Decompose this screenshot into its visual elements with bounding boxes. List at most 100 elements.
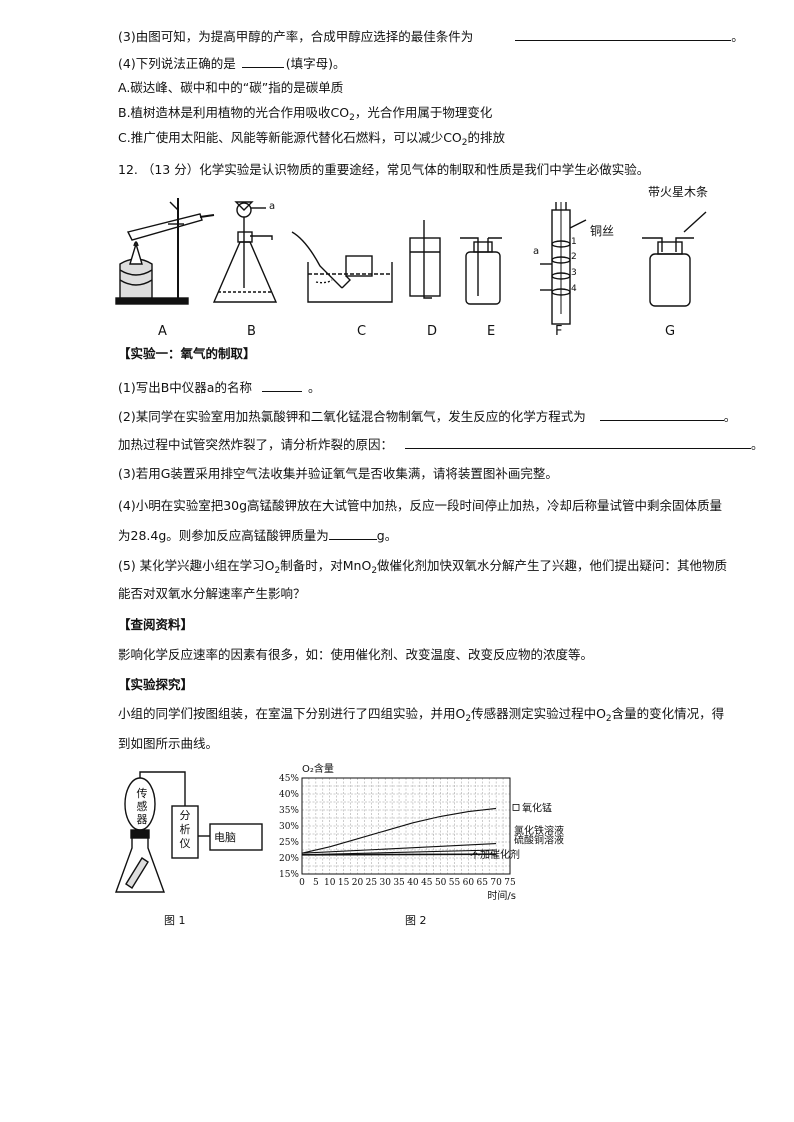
y-tick-label: 45% (279, 774, 299, 784)
y-tick-label: 25% (279, 838, 299, 848)
q12-part1: (1)写出B中仪器a的名称 。 (118, 378, 320, 396)
f-number-1: 1 (571, 237, 577, 247)
option-text: ，光合作用属于物理变化 (354, 105, 493, 120)
x-tick-label: 75 (504, 878, 516, 888)
q11-part3: (3)由图可知，为提高甲醇的产率，合成甲醇应选择的最佳条件为 。 (118, 27, 744, 45)
f-number-3: 3 (571, 268, 577, 278)
x-tick-label: 55 (449, 878, 461, 888)
char: 仪 (179, 837, 191, 850)
copper-wire-annotation: 铜丝 (590, 224, 615, 238)
series-label: 氯化铁溶液 (514, 824, 564, 837)
subscript: 2 (349, 113, 355, 123)
answer-blank[interactable] (405, 435, 751, 449)
q12-part4-text: 为28.4g。则参加反应高锰酸钾质量为 (118, 528, 329, 543)
q12-part4-line2: 为28.4g。则参加反应高锰酸钾质量为 g。 (118, 526, 397, 544)
q11-part4: (4)下列说法正确的是 (填字母)。 (118, 54, 345, 72)
series-label: 不加催化剂 (470, 848, 520, 861)
explore-line1: 小组的同学们按图组装，在室温下分别进行了四组实验，并用O2传感器测定实验过程中O… (118, 706, 724, 727)
x-axis-label: 时间/s (487, 889, 516, 902)
y-tick-label: 35% (279, 806, 299, 816)
apparatus-label-b: B (247, 324, 256, 339)
q12-part4-line1: (4)小明在实验室把30g高锰酸钾放在大试管中加热，反应一段时间停止加热，冷却后… (118, 498, 723, 513)
x-tick-label: 50 (435, 878, 447, 888)
char: 器 (136, 813, 148, 826)
answer-blank[interactable] (515, 27, 732, 41)
char: 感 (136, 800, 148, 813)
text: 含量的变化情况，得 (611, 706, 725, 721)
series-marker (512, 804, 520, 811)
x-tick-label: 60 (463, 878, 475, 888)
explore-line2: 到如图所示曲线。 (118, 736, 219, 751)
x-tick-label: 25 (366, 878, 378, 888)
sensor-label: 传 感 器 (132, 787, 152, 826)
q11-option-a: A.碳达峰、碳中和中的“碳”指的是碳单质 (118, 80, 344, 95)
x-tick-label: 30 (379, 878, 391, 888)
apparatus-figure (115, 198, 707, 325)
apparatus-f (540, 202, 587, 325)
answer-blank[interactable] (328, 526, 377, 540)
text: 做催化剂加快双氧水分解产生了兴趣，他们提出疑问：其他物质 (377, 558, 728, 573)
x-tick-label: 5 (313, 878, 319, 888)
subscript: 2 (274, 566, 281, 576)
answer-blank[interactable] (261, 378, 302, 392)
punct: 。 (731, 29, 744, 44)
computer-label: 电脑 (214, 831, 236, 844)
apparatus-b (212, 201, 278, 303)
x-tick-label: 40 (407, 878, 419, 888)
char: 析 (179, 823, 191, 836)
apparatus-label-d: D (427, 324, 438, 339)
series-label: 氧化锰 (522, 801, 552, 814)
y-axis-label: O₂含量 (302, 762, 334, 775)
apparatus-e (460, 237, 502, 305)
subscript: 2 (461, 138, 468, 148)
punct: 。 (723, 409, 737, 424)
series-label: 硫酸铜溶液 (514, 834, 564, 847)
info-text: 影响化学反应速率的因素有很多，如：使用催化剂、改变温度、改变反应物的浓度等。 (118, 647, 594, 662)
y-tick-label: 40% (279, 790, 299, 800)
apparatus-label-a: A (158, 324, 167, 339)
figure-2-caption: 图 2 (405, 914, 427, 927)
answer-blank[interactable] (599, 407, 724, 421)
apparatus-label-f: F (555, 324, 563, 339)
f-number-2: 2 (571, 252, 577, 262)
explore-title: 【实验探究】 (118, 677, 194, 692)
apparatus-g (642, 211, 707, 307)
splint-annotation: 带火星木条 (648, 185, 709, 199)
label-a-b: a (269, 201, 276, 212)
y-tick-label: 20% (279, 854, 299, 864)
x-tick-label: 15 (338, 878, 350, 888)
plot-frame (301, 777, 511, 875)
answer-blank[interactable] (241, 54, 284, 68)
punct: 。 (307, 380, 321, 395)
subscript: 2 (465, 714, 472, 724)
option-text: B.植树造林是利用植物的光合作用吸收CO (118, 105, 350, 120)
f-number-4: 4 (571, 284, 577, 294)
apparatus-d (409, 220, 441, 299)
q12-part2b-text: 加热过程中试管突然炸裂了，请分析炸裂的原因： (118, 437, 394, 452)
text: 传感器测定实验过程中O (471, 706, 606, 721)
q12-part1-text: (1)写出B中仪器a的名称 (118, 380, 252, 395)
figure-1-setup (115, 771, 263, 893)
apparatus-label-e: E (487, 324, 496, 339)
y-tick-label: 15% (279, 870, 299, 880)
unit-text: g。 (376, 528, 398, 543)
char: 传 (136, 787, 148, 800)
apparatus-a (115, 198, 215, 305)
series-line (301, 853, 497, 856)
x-tick-label: 0 (299, 878, 305, 888)
series-line (301, 843, 497, 854)
q12-part2-text: (2)某同学在实验室用加热氯酸钾和二氧化锰混合物制氧气，发生反应的化学方程式为 (118, 409, 586, 424)
q12-part2: (2)某同学在实验室用加热氯酸钾和二氧化锰混合物制氧气，发生反应的化学方程式为 … (118, 407, 736, 425)
x-tick-label: 10 (324, 878, 336, 888)
option-text: 的排放 (467, 130, 506, 145)
apparatus-c (291, 231, 393, 303)
hint-text: (填字母)。 (285, 56, 346, 71)
char: 分 (179, 809, 191, 822)
q12-intro: 12. （13 分）化学实验是认识物质的重要途经，常见气体的制取和性质是我们中学… (118, 162, 650, 177)
text: 制备时，对MnO (280, 558, 372, 573)
series-line (301, 807, 497, 854)
subscript: 2 (605, 714, 612, 724)
analyzer-label: 分 析 仪 (178, 809, 192, 851)
q11-option-b: B.植树造林是利用植物的光合作用吸收CO2，光合作用属于物理变化 (118, 105, 492, 126)
